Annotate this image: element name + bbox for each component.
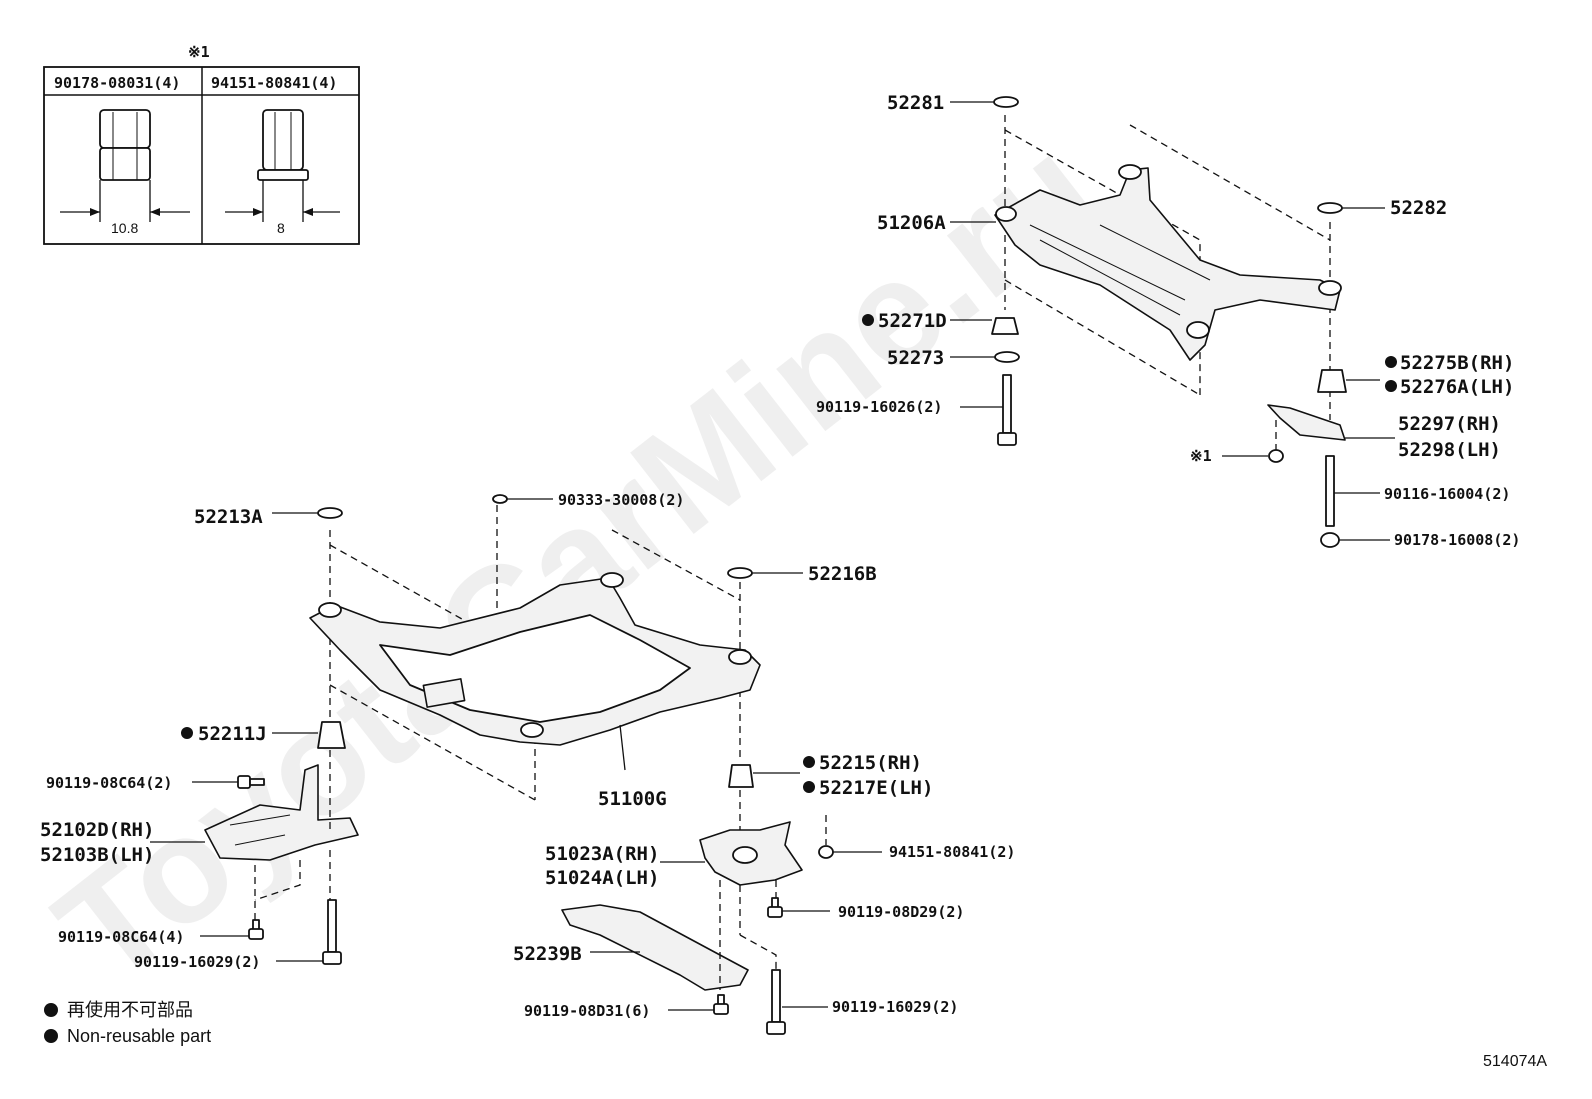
non-reusable-dot [181, 727, 193, 739]
label-51023A: 51023A(RH) [545, 843, 659, 865]
nut-note1 [1268, 449, 1284, 463]
label-51206A: 51206A [877, 212, 946, 234]
legend-dot-icon [44, 1003, 58, 1017]
label-52281: 52281 [887, 92, 944, 114]
label-note1: ※1 [1190, 447, 1212, 465]
bracket-51023A [699, 821, 803, 886]
non-reusable-dot [862, 314, 874, 326]
nut-94151-80841 [818, 845, 834, 859]
bracket-52297 [1267, 404, 1346, 441]
label-52217E: 52217E(LH) [819, 777, 933, 799]
washer-52282 [1317, 202, 1343, 214]
label-52298: 52298(LH) [1398, 439, 1501, 461]
label-52103B: 52103B(LH) [40, 844, 154, 866]
label-52215: 52215(RH) [819, 752, 922, 774]
label-52276A: 52276A(LH) [1400, 376, 1514, 398]
front-member-51100G [309, 572, 761, 746]
non-reusable-dot [1385, 380, 1397, 392]
bolt-90119-08D29 [767, 897, 783, 918]
washer-52216B [727, 567, 753, 579]
figure-id: 514074A [1483, 1053, 1547, 1070]
brace-52239B [561, 904, 749, 991]
bolt-90119-08D31 [713, 994, 729, 1015]
nut-90178-16008 [1320, 532, 1340, 548]
table-col2-header: 94151-80841(4) [211, 74, 337, 92]
bushing-52275B [1317, 369, 1347, 393]
label-90119-08D31: 90119-08D31(6) [524, 1002, 650, 1020]
stud-90116-16004 [1325, 455, 1335, 527]
label-90119-08C64-4: 90119-08C64(4) [58, 928, 184, 946]
bushing-52215 [728, 764, 754, 788]
label-90178-16008: 90178-16008(2) [1394, 531, 1520, 549]
bolt-90119-16029-left [322, 899, 342, 965]
label-52213A: 52213A [194, 506, 263, 528]
label-52211J: 52211J [198, 723, 267, 745]
legend-dot-icon [44, 1029, 58, 1043]
bolt-90119-08C64-4 [248, 919, 264, 940]
fastener-table: ※1 90178-08031(4) 94151-80841(4) 10.8 [43, 43, 360, 245]
rear-crossmember-group: 52281 51206A 52282 52271D 52273 90119-16… [816, 92, 1520, 549]
label-90119-16029-left: 90119-16029(2) [134, 953, 260, 971]
label-52102D: 52102D(RH) [40, 819, 154, 841]
non-reusable-dot [803, 781, 815, 793]
bolt-90119-16029-right [766, 969, 786, 1035]
nut-90178-icon [99, 109, 151, 181]
label-52239B: 52239B [513, 943, 582, 965]
label-51100G: 51100G [598, 788, 667, 810]
legend-jp: 再使用不可部品 [67, 1000, 193, 1020]
table-col2-dim: 8 [277, 220, 285, 236]
label-51024A: 51024A(LH) [545, 867, 659, 889]
front-member-group: 52213A 90333-30008(2) 52216B 52211J 9011… [40, 491, 1015, 1035]
table-note-mark: ※1 [188, 43, 210, 61]
nut-94151-icon [257, 109, 309, 181]
bolt-90119-16026 [997, 374, 1017, 446]
bushing-52211J [317, 721, 346, 749]
label-94151-80841: 94151-80841(2) [889, 843, 1015, 861]
label-52216B: 52216B [808, 563, 877, 585]
label-90333-30008: 90333-30008(2) [558, 491, 684, 509]
label-90119-16026: 90119-16026(2) [816, 398, 942, 416]
washer-52273 [994, 351, 1020, 363]
legend: 再使用不可部品 Non-reusable part [44, 1000, 211, 1046]
bracket-52102D [204, 764, 359, 861]
label-52297: 52297(RH) [1398, 413, 1501, 435]
label-52275B: 52275B(RH) [1400, 352, 1514, 374]
label-52271D: 52271D [878, 310, 947, 332]
label-90119-08D29: 90119-08D29(2) [838, 903, 964, 921]
label-90116-16004: 90116-16004(2) [1384, 485, 1510, 503]
washer-52281 [993, 96, 1019, 108]
washer-90333-30008 [492, 494, 508, 504]
bushing-52271D [991, 317, 1019, 335]
legend-en: Non-reusable part [67, 1026, 211, 1046]
washer-52213A [317, 507, 343, 519]
label-90119-16029-right: 90119-16029(2) [832, 998, 958, 1016]
label-90119-08C64-2: 90119-08C64(2) [46, 774, 172, 792]
non-reusable-dot [1385, 356, 1397, 368]
non-reusable-dot [803, 756, 815, 768]
label-52273: 52273 [887, 347, 944, 369]
table-col1-header: 90178-08031(4) [54, 74, 180, 92]
table-col1-dim: 10.8 [111, 220, 138, 236]
rear-crossmember-51206A [994, 164, 1342, 361]
label-52282: 52282 [1390, 197, 1447, 219]
